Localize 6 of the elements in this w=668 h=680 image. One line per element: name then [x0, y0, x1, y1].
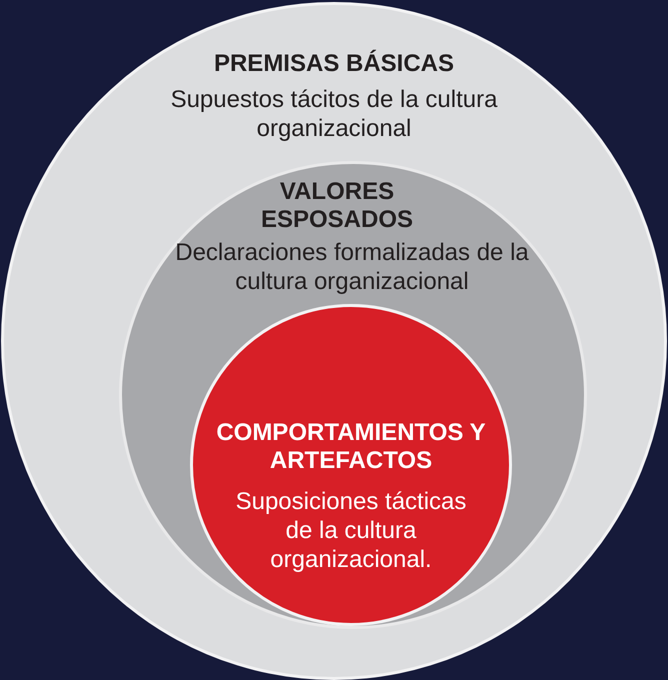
layer-title: PREMISAS BÁSICAS — [212, 50, 456, 78]
layer-title: COMPORTAMIENTOS Y ARTEFACTOS — [215, 419, 487, 475]
layer-description: Supuestos tácitos de la cultura organizacional — [170, 85, 498, 143]
layer-title: VALORES ESPOSADOS — [260, 178, 414, 234]
layer-description: Suposiciones tácticas de la cultura organizacional. — [234, 487, 468, 574]
layer-description: Declaraciones formalizadas de la cultura organizacional — [174, 238, 530, 296]
